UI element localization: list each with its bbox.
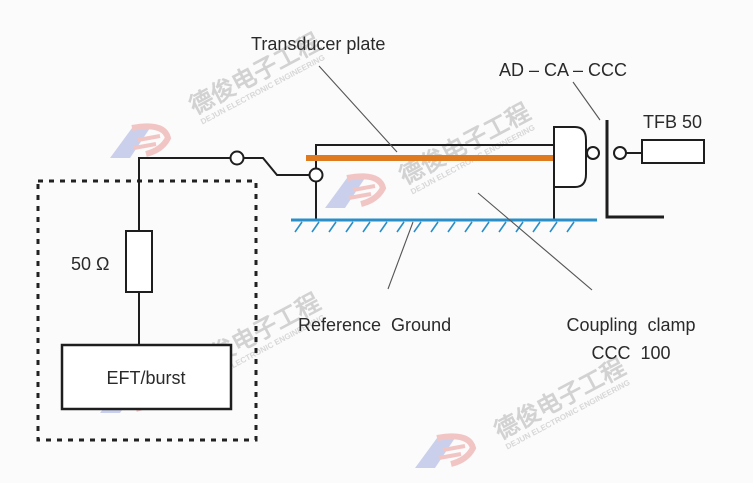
- ground-hatch: [549, 221, 558, 233]
- leader-lines: [318, 65, 601, 291]
- ground-hatch: [566, 221, 575, 233]
- ground-hatch: [328, 221, 337, 233]
- ground-hatch: [430, 221, 439, 233]
- ground-hatch: [413, 221, 422, 233]
- ground-hatch: [396, 221, 405, 233]
- label-resistor: 50 Ω: [71, 254, 109, 274]
- leader-transducer-plate: [318, 65, 398, 153]
- adapter-circle-left: [586, 146, 600, 160]
- wire-resistor-to-switch: [138, 157, 230, 231]
- label-coupling-clamp-model: CCC 100: [591, 343, 670, 363]
- ground-hatch: [311, 221, 320, 233]
- ground-hatch: [345, 221, 354, 233]
- label-adapter: AD – CA – CCC: [499, 60, 627, 80]
- leader-adapter: [572, 81, 601, 121]
- watermark-logo: [110, 123, 172, 158]
- resistor-50-ohm: [125, 230, 153, 293]
- generator-enclosure: [36, 179, 258, 442]
- ground-hatch: [447, 221, 456, 233]
- tfb-50-termination: [641, 139, 705, 164]
- label-transducer-plate: Transducer plate: [251, 34, 385, 54]
- watermark-logo: [325, 173, 387, 208]
- ground-hatch: [481, 221, 490, 233]
- label-generator: EFT/burst: [106, 368, 185, 388]
- reference-ground: [291, 218, 597, 233]
- ground-hatch: [464, 221, 473, 233]
- ground-hatch: [515, 221, 524, 233]
- label-tfb-50: TFB 50: [643, 112, 702, 132]
- eft-burst-generator: [60, 343, 233, 411]
- label-coupling-clamp: Coupling clamp: [566, 315, 695, 335]
- ground-hatch: [379, 221, 388, 233]
- adapter-circle-right: [613, 146, 627, 160]
- ground-hatch: [294, 221, 303, 233]
- ground-hatch: [498, 221, 507, 233]
- terminal-circle-clamp-input: [308, 167, 324, 183]
- wire-switch-link: [244, 157, 309, 176]
- clamp-connector: [553, 126, 587, 188]
- adapter-ground-bar: [605, 120, 664, 219]
- leader-reference-ground: [387, 221, 414, 290]
- watermark-logo: [415, 433, 477, 468]
- ground-hatch: [532, 221, 541, 233]
- leader-coupling-clamp: [477, 192, 593, 291]
- ground-hatch: [362, 221, 371, 233]
- terminal-circle-generator: [229, 150, 245, 166]
- watermark-chinese: 德俊电子工程: [490, 353, 630, 445]
- label-reference-ground: Reference Ground: [298, 315, 451, 335]
